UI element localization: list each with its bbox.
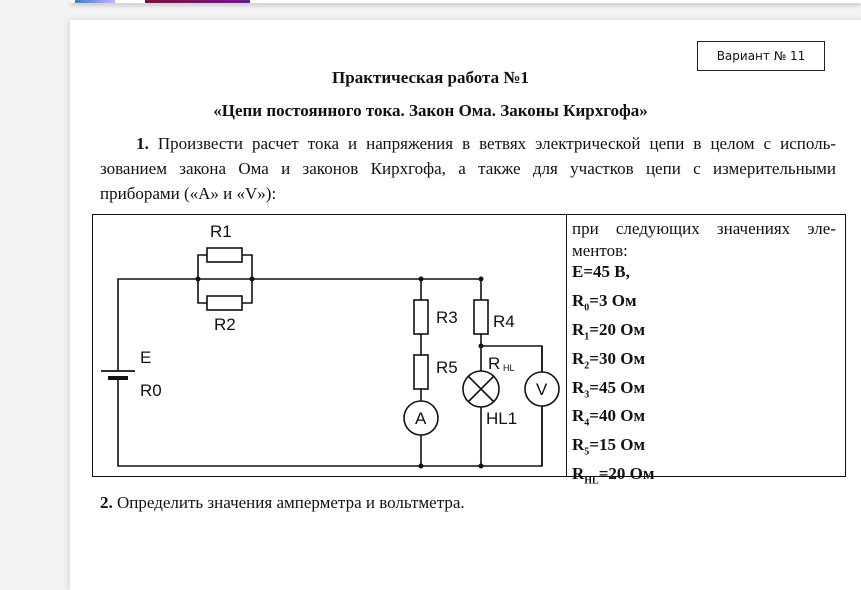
task-number: 2. [100, 493, 113, 512]
param-name: R [572, 348, 585, 368]
junctions [195, 276, 484, 469]
task-2-text: Определить значения амперметра и вольтме… [112, 493, 465, 512]
param-item: R5=15 Ом [572, 434, 836, 463]
param-item: RHL=20 Ом [572, 463, 836, 492]
param-subscript: 1 [584, 331, 590, 343]
resistor-r4 [473, 299, 489, 335]
label-hl1: HL1 [486, 409, 517, 428]
params-intro: ментов: [572, 240, 628, 260]
param-value: =20 Ом [589, 319, 646, 339]
param-name: R [572, 319, 585, 339]
task-1-line: 1. Произвести расчет тока и напряжения в… [100, 131, 836, 156]
browser-strip [70, 0, 861, 3]
param-subscript: 0 [584, 302, 590, 314]
voltmeter-label: V [536, 380, 548, 399]
param-item: R4=40 Ом [572, 405, 836, 434]
param-value: =30 Ом [589, 348, 646, 368]
label-e: E [140, 348, 151, 367]
task-number: 1. [136, 134, 149, 153]
label-rhl: R [488, 354, 500, 373]
param-value: =45 В, [583, 262, 630, 281]
ammeter-icon [403, 400, 439, 436]
label-rhl-sub: HL [503, 363, 515, 373]
variant-box: Вариант № 11 [697, 41, 825, 71]
params-intro: при следующих значениях эле- [572, 219, 836, 238]
param-subscript: 3 [584, 388, 590, 400]
param-name: R [572, 464, 585, 484]
param-name: E [572, 262, 584, 281]
resistor-r5 [413, 354, 429, 390]
task-1-line: приборами («А» и «V»): [100, 184, 277, 203]
label-r3: R3 [436, 308, 458, 327]
param-value: =40 Ом [589, 406, 646, 426]
param-value: =45 Ом [589, 377, 646, 397]
param-value: =20 Ом [598, 464, 655, 484]
param-value: =15 Ом [589, 435, 646, 455]
param-item: R2=30 Ом [572, 348, 836, 377]
thumbnail [75, 0, 115, 3]
task-1: 1. Произвести расчет тока и напряжения в… [100, 131, 836, 206]
task-1-line: зованием закона Ома и законов Кирхгофа, … [100, 159, 836, 178]
param-subscript: 5 [584, 446, 590, 458]
label-r5: R5 [436, 358, 458, 377]
resistor-r1 [206, 247, 243, 263]
label-r4: R4 [493, 312, 515, 331]
param-name: R [572, 290, 585, 310]
table-divider [566, 215, 567, 476]
param-item: E=45 В, [572, 261, 836, 290]
document-page [70, 20, 861, 590]
param-item: R0=3 Ом [572, 290, 836, 319]
param-name: R [572, 377, 585, 397]
ammeter-label: A [415, 409, 427, 428]
document-title: Практическая работа №1 [332, 68, 529, 87]
param-subscript: 2 [584, 360, 590, 372]
thumbnail [145, 0, 250, 3]
param-value: =3 Ом [589, 290, 637, 310]
label-r0: R0 [140, 381, 162, 400]
parameters-list: при следующих значениях эле- ментов: E=4… [572, 218, 836, 492]
label-r1: R1 [210, 222, 232, 241]
resistor-r3 [413, 299, 429, 335]
param-item: R3=45 Ом [572, 377, 836, 406]
voltmeter-icon [524, 371, 560, 407]
label-r2: R2 [214, 315, 236, 334]
param-subscript: 4 [584, 417, 590, 429]
param-name: R [572, 406, 585, 426]
param-subscript: HL [584, 475, 599, 487]
document-subtitle: «Цепи постоянного тока. Закон Ома. Закон… [213, 101, 648, 120]
task-2: 2. Определить значения амперметра и воль… [100, 493, 465, 513]
param-name: R [572, 435, 585, 455]
circuit-table [92, 214, 846, 477]
resistor-r2 [206, 295, 243, 311]
text: Произвести расчет тока и напряжения в ве… [157, 134, 837, 153]
param-item: R1=20 Ом [572, 319, 836, 348]
